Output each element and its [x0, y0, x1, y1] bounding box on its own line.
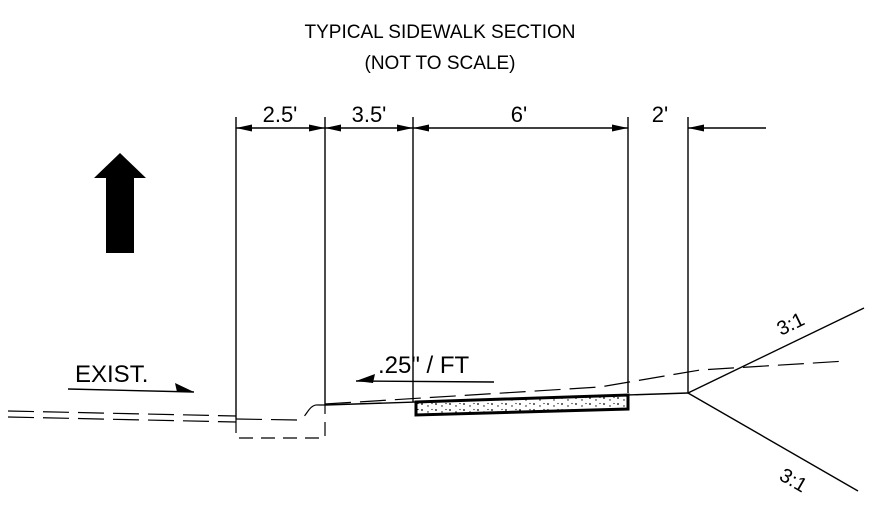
drawing-title: TYPICAL SIDEWALK SECTION: [305, 22, 576, 43]
existing-label: EXIST.: [75, 361, 148, 388]
drawing-subtitle: (NOT TO SCALE): [365, 53, 516, 74]
cross-slope-leader-line: [355, 380, 495, 383]
upper-slope-label: 3:1: [774, 309, 809, 341]
concrete-sidewalk-slab: [414, 393, 630, 417]
lower-slope-label: 3:1: [776, 464, 811, 497]
existing-leader-arrow-icon: [175, 383, 194, 392]
dimension-label-3-5: 3.5': [352, 102, 387, 127]
existing-ground-line: [7, 404, 325, 423]
side-slopes: [687, 307, 865, 492]
dimension-label-2: 2': [652, 102, 668, 127]
existing-grade-dashed-line: [324, 360, 847, 405]
cross-slope-arrow-icon: [356, 374, 375, 383]
dimension-label-6: 6': [511, 102, 527, 127]
extension-lines: [235, 117, 689, 419]
excavation-outline: [235, 405, 326, 439]
existing-leader-line: [67, 388, 195, 393]
up-arrow-icon: [94, 153, 146, 253]
cross-slope-label: .25" / FT: [378, 352, 470, 379]
dimension-line: [236, 124, 766, 132]
dimension-label-2-5: 2.5': [263, 102, 298, 127]
